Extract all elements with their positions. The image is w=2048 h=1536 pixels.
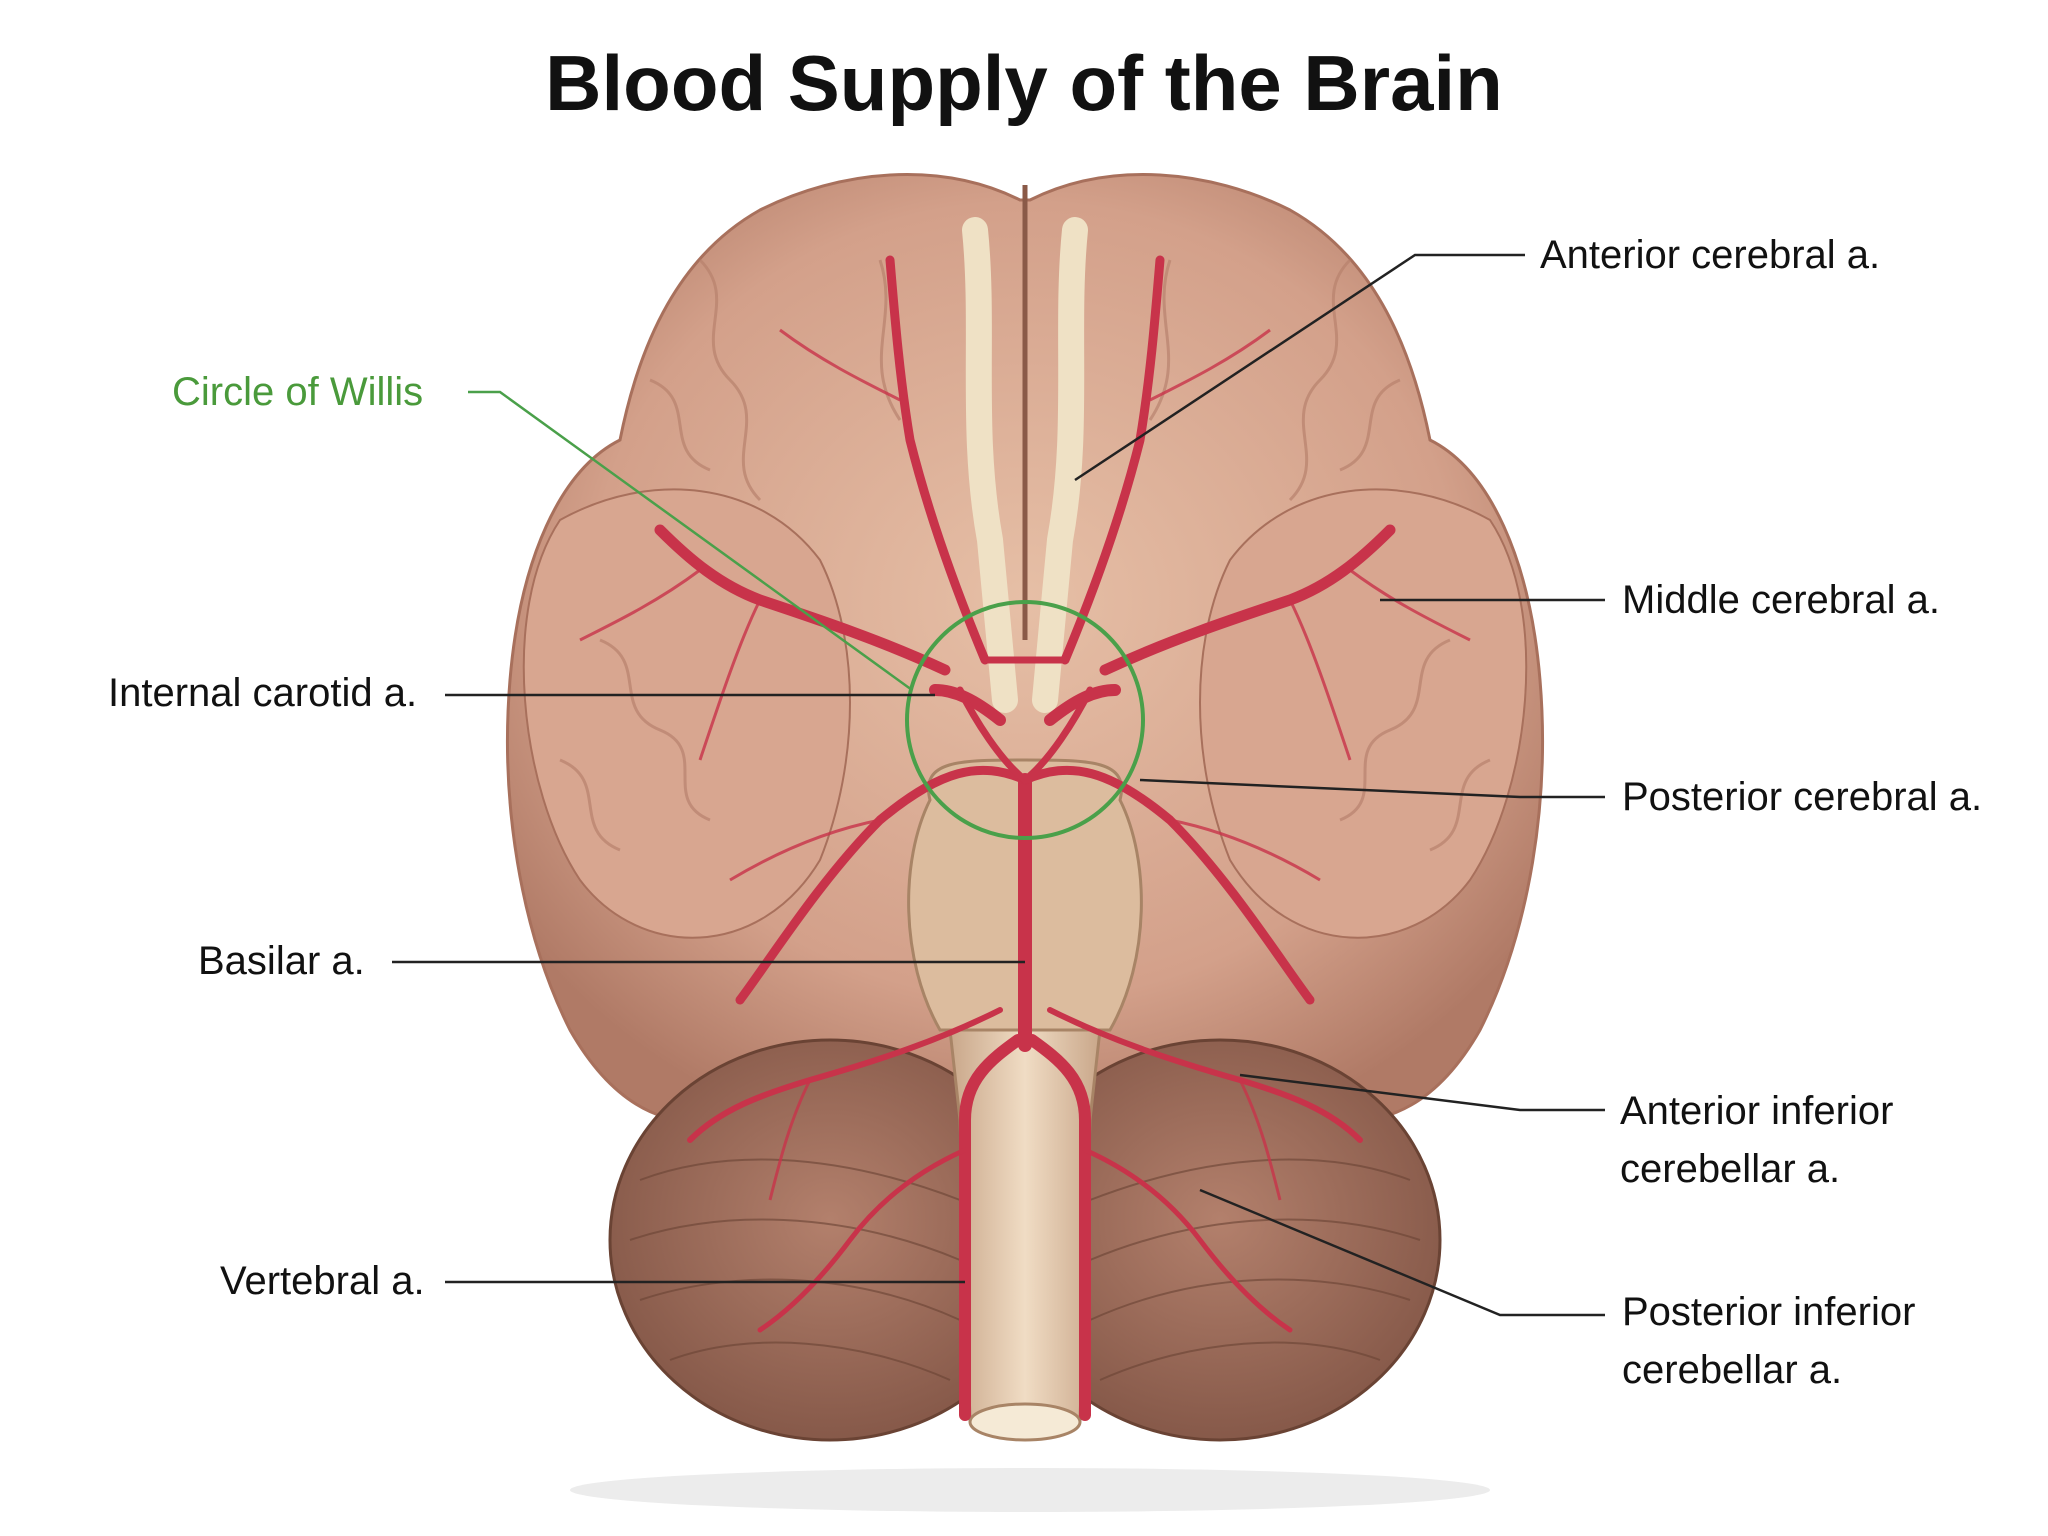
- label-basilar-artery: Basilar a.: [198, 939, 365, 983]
- label-pica-line2: cerebellar a.: [1622, 1348, 1843, 1392]
- left-pica: [757, 1147, 968, 1333]
- label-posterior-cerebral-artery: Posterior cerebral a.: [1622, 775, 1983, 819]
- leader-anterior-cerebral: [1074, 253, 1525, 482]
- left-aica: [687, 1007, 1003, 1143]
- leader-lines: [392, 253, 1605, 1317]
- label-vertebral-artery: Vertebral a.: [220, 1259, 425, 1303]
- label-aica-line2: cerebellar a.: [1620, 1147, 1841, 1191]
- left-vertebral-artery: [959, 1034, 1024, 1421]
- circle-of-willis-highlight: [905, 600, 1145, 840]
- page-title: Blood Supply of the Brain: [545, 39, 1503, 127]
- label-middle-cerebral-artery: Middle cerebral a.: [1622, 578, 1940, 622]
- left-posterior-communicating-artery: [956, 686, 1029, 784]
- right-olfactory-tract: [1032, 217, 1088, 713]
- leader-aica: [1239, 1073, 1605, 1112]
- gyri-texture: [559, 258, 1491, 852]
- label-anterior-cerebral-artery: Anterior cerebral a.: [1540, 233, 1881, 277]
- shadow: [570, 1468, 1490, 1512]
- spinal-cord-section: [968, 1402, 1082, 1442]
- leader-posterior-cerebral: [1139, 778, 1605, 799]
- label-pica-line1: Posterior inferior: [1622, 1290, 1916, 1334]
- arterial-branches: [579, 328, 1471, 1201]
- right-posterior-communicating-artery: [1021, 686, 1094, 784]
- label-aica-line1: Anterior inferior: [1620, 1089, 1894, 1133]
- leader-pica: [1199, 1188, 1605, 1317]
- leader-circle-of-willis: [468, 390, 913, 692]
- left-olfactory-tract: [962, 217, 1018, 713]
- left-posterior-cerebral-artery: [735, 765, 1030, 1005]
- right-vertebral-artery: [1026, 1034, 1091, 1421]
- left-middle-cerebral-artery: [654, 524, 951, 676]
- left-anterior-cerebral-artery: [885, 255, 990, 665]
- right-anterior-cerebral-artery: [1060, 255, 1165, 665]
- label-internal-carotid-artery: Internal carotid a.: [108, 671, 418, 715]
- label-circle-of-willis: Circle of Willis: [172, 370, 424, 414]
- right-posterior-cerebral-artery: [1020, 765, 1315, 1005]
- right-middle-cerebral-artery: [1099, 524, 1396, 676]
- right-aica: [1047, 1007, 1363, 1143]
- arteries: [654, 255, 1396, 1421]
- right-pica: [1082, 1147, 1293, 1333]
